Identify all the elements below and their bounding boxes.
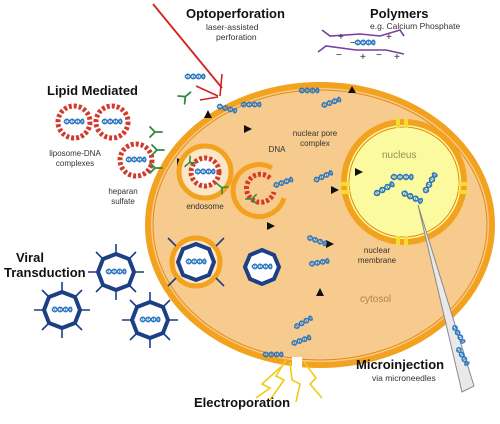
label-lipid-mediated: Lipid Mediated	[47, 83, 138, 98]
label-polymers: Polymers	[370, 6, 429, 21]
label-heparan-2: sulfate	[111, 197, 135, 206]
liposome-complexes	[55, 103, 155, 179]
endosome	[176, 143, 234, 201]
nucleus	[340, 118, 468, 246]
label-pore-1: nuclear pore	[292, 129, 338, 138]
label-opto-sub2: perforation	[216, 32, 257, 42]
microneedle	[417, 204, 475, 393]
label-opto-sub1: laser-assisted	[206, 22, 259, 32]
label-transduction: Transduction	[4, 265, 86, 280]
virus	[34, 282, 90, 338]
electric-sparks	[255, 359, 323, 403]
electro-pore	[292, 357, 302, 371]
polymer-sign: +	[338, 32, 344, 43]
polymer-sign: −	[336, 50, 342, 61]
label-cytosol: cytosol	[360, 294, 392, 305]
endosome-escape	[230, 162, 294, 220]
label-micro-sub: via microneedles	[372, 373, 436, 383]
virus	[122, 292, 178, 348]
virus-particles	[34, 244, 178, 348]
polymer-sign: +	[360, 52, 366, 63]
polymer-sign: +	[386, 32, 392, 43]
label-nuclear-2: membrane	[357, 256, 397, 265]
label-electroporation: Electroporation	[194, 395, 291, 410]
polymer-sign: −	[350, 38, 356, 49]
label-liposome-2: complexes	[55, 159, 95, 168]
label-optoperforation: Optoperforation	[186, 6, 285, 21]
virus-capsid-released	[242, 247, 282, 287]
label-nuclear-1: nuclear	[363, 246, 391, 255]
opto-pore	[223, 83, 237, 99]
polymer-sign: −	[376, 50, 382, 61]
label-pore-2: complex	[300, 139, 330, 148]
label-microinjection: Microinjection	[356, 357, 445, 372]
label-nucleus: nucleus	[382, 150, 417, 161]
polymer-sign: +	[394, 52, 400, 63]
virus-inside-membrane	[167, 235, 225, 289]
label-polymers-sub: e.g. Calcium Phosphate	[370, 21, 461, 31]
label-endosome: endosome	[186, 202, 224, 211]
label-dna: DNA	[268, 145, 286, 154]
nuclear-pore-top	[396, 118, 400, 128]
virus	[88, 244, 144, 300]
label-liposome-1: liposome-DNA	[49, 149, 101, 158]
laser-beam	[152, 3, 262, 108]
label-viral: Viral	[16, 250, 44, 265]
nuclear-pore-bottom	[396, 236, 400, 246]
polymer-chains: + − + − + − +	[317, 29, 405, 63]
nuclear-pore-left	[340, 182, 350, 186]
label-heparan-1: heparan	[108, 187, 138, 196]
nuclear-pore-right	[458, 182, 468, 186]
